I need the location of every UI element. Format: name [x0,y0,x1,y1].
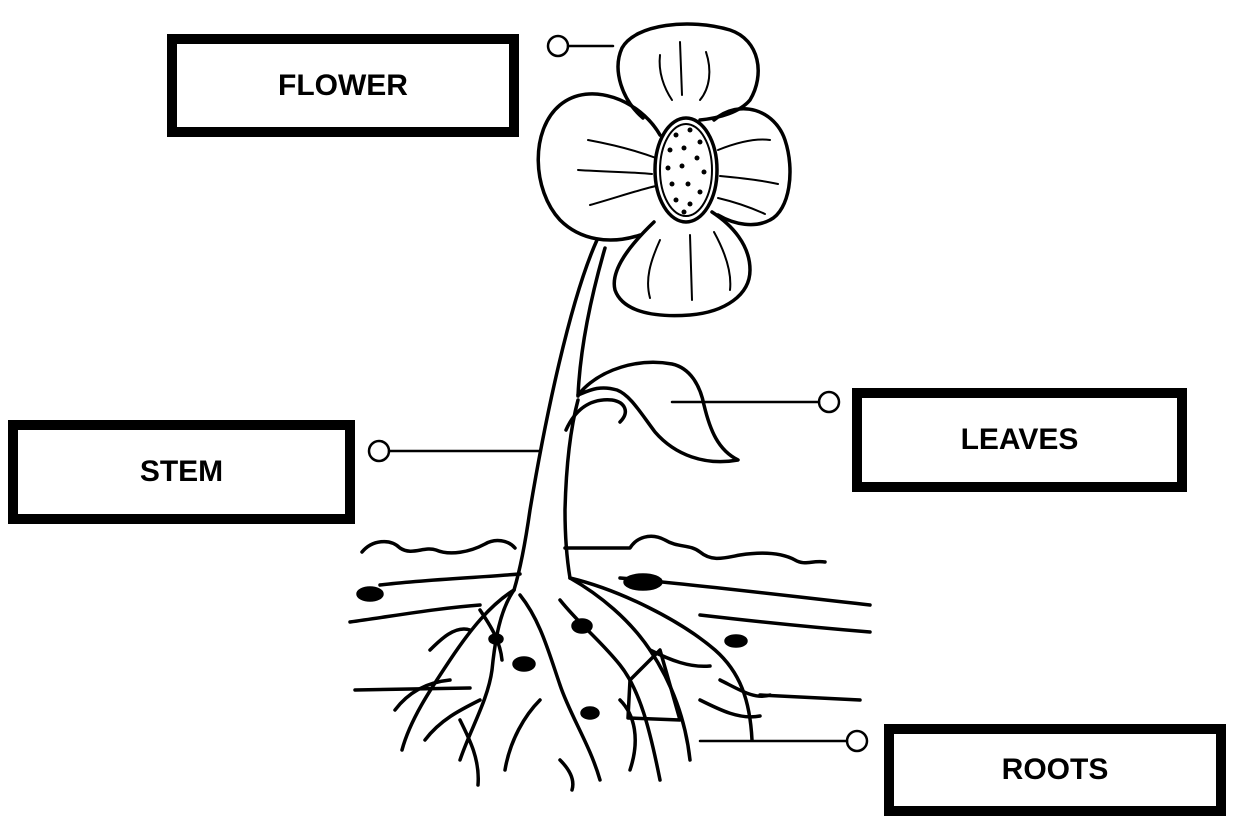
pointer-stem [369,441,540,461]
label-stem: STEM [8,420,355,524]
label-roots: ROOTS [884,724,1226,816]
flower-center-seeds [666,128,707,215]
pointer-leaves [672,392,839,412]
pointer-roots [700,731,867,751]
label-leaves: LEAVES [852,388,1187,492]
flower [538,24,790,316]
stem [514,240,605,590]
roots [395,578,770,790]
pointer-flower [548,36,613,56]
label-flower: FLOWER [167,34,519,137]
leaf [566,362,738,461]
